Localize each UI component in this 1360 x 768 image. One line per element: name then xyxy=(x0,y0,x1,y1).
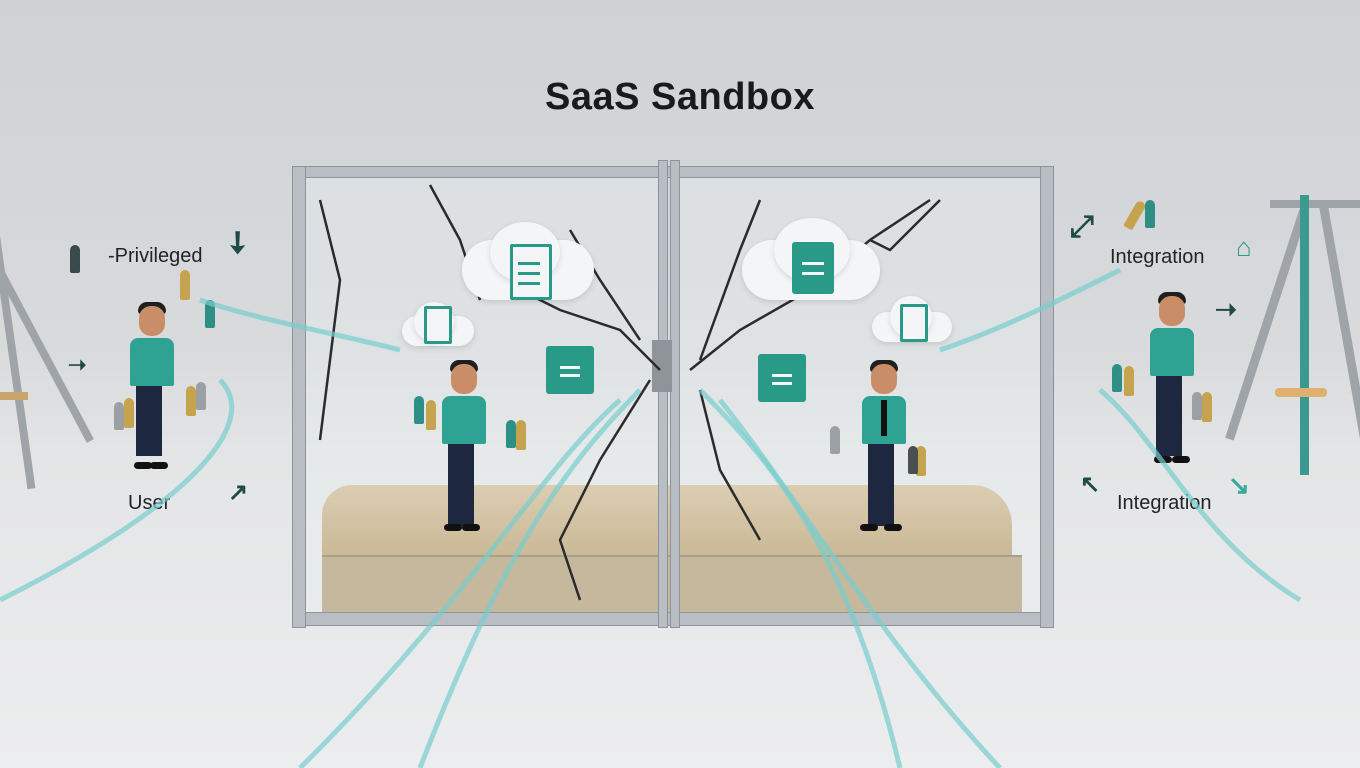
label-user: User xyxy=(128,492,171,514)
arrow-icon: ↘ xyxy=(1228,470,1250,500)
arrow-icon: ⤢ xyxy=(1070,210,1094,243)
arrow-icon: ➝ xyxy=(68,352,87,377)
arrow-icon: ➝ xyxy=(1215,294,1237,324)
house-icon: ⌂ xyxy=(1236,232,1252,262)
image-title: SaaS Sandbox xyxy=(545,76,815,118)
arrow-icon: ↗ xyxy=(228,479,249,506)
lock-handle xyxy=(652,340,672,392)
arrow-icon: ↖ xyxy=(1080,471,1101,498)
label-privileged: -Privileged xyxy=(108,245,203,267)
label-integration-top: Integration xyxy=(1110,246,1205,268)
